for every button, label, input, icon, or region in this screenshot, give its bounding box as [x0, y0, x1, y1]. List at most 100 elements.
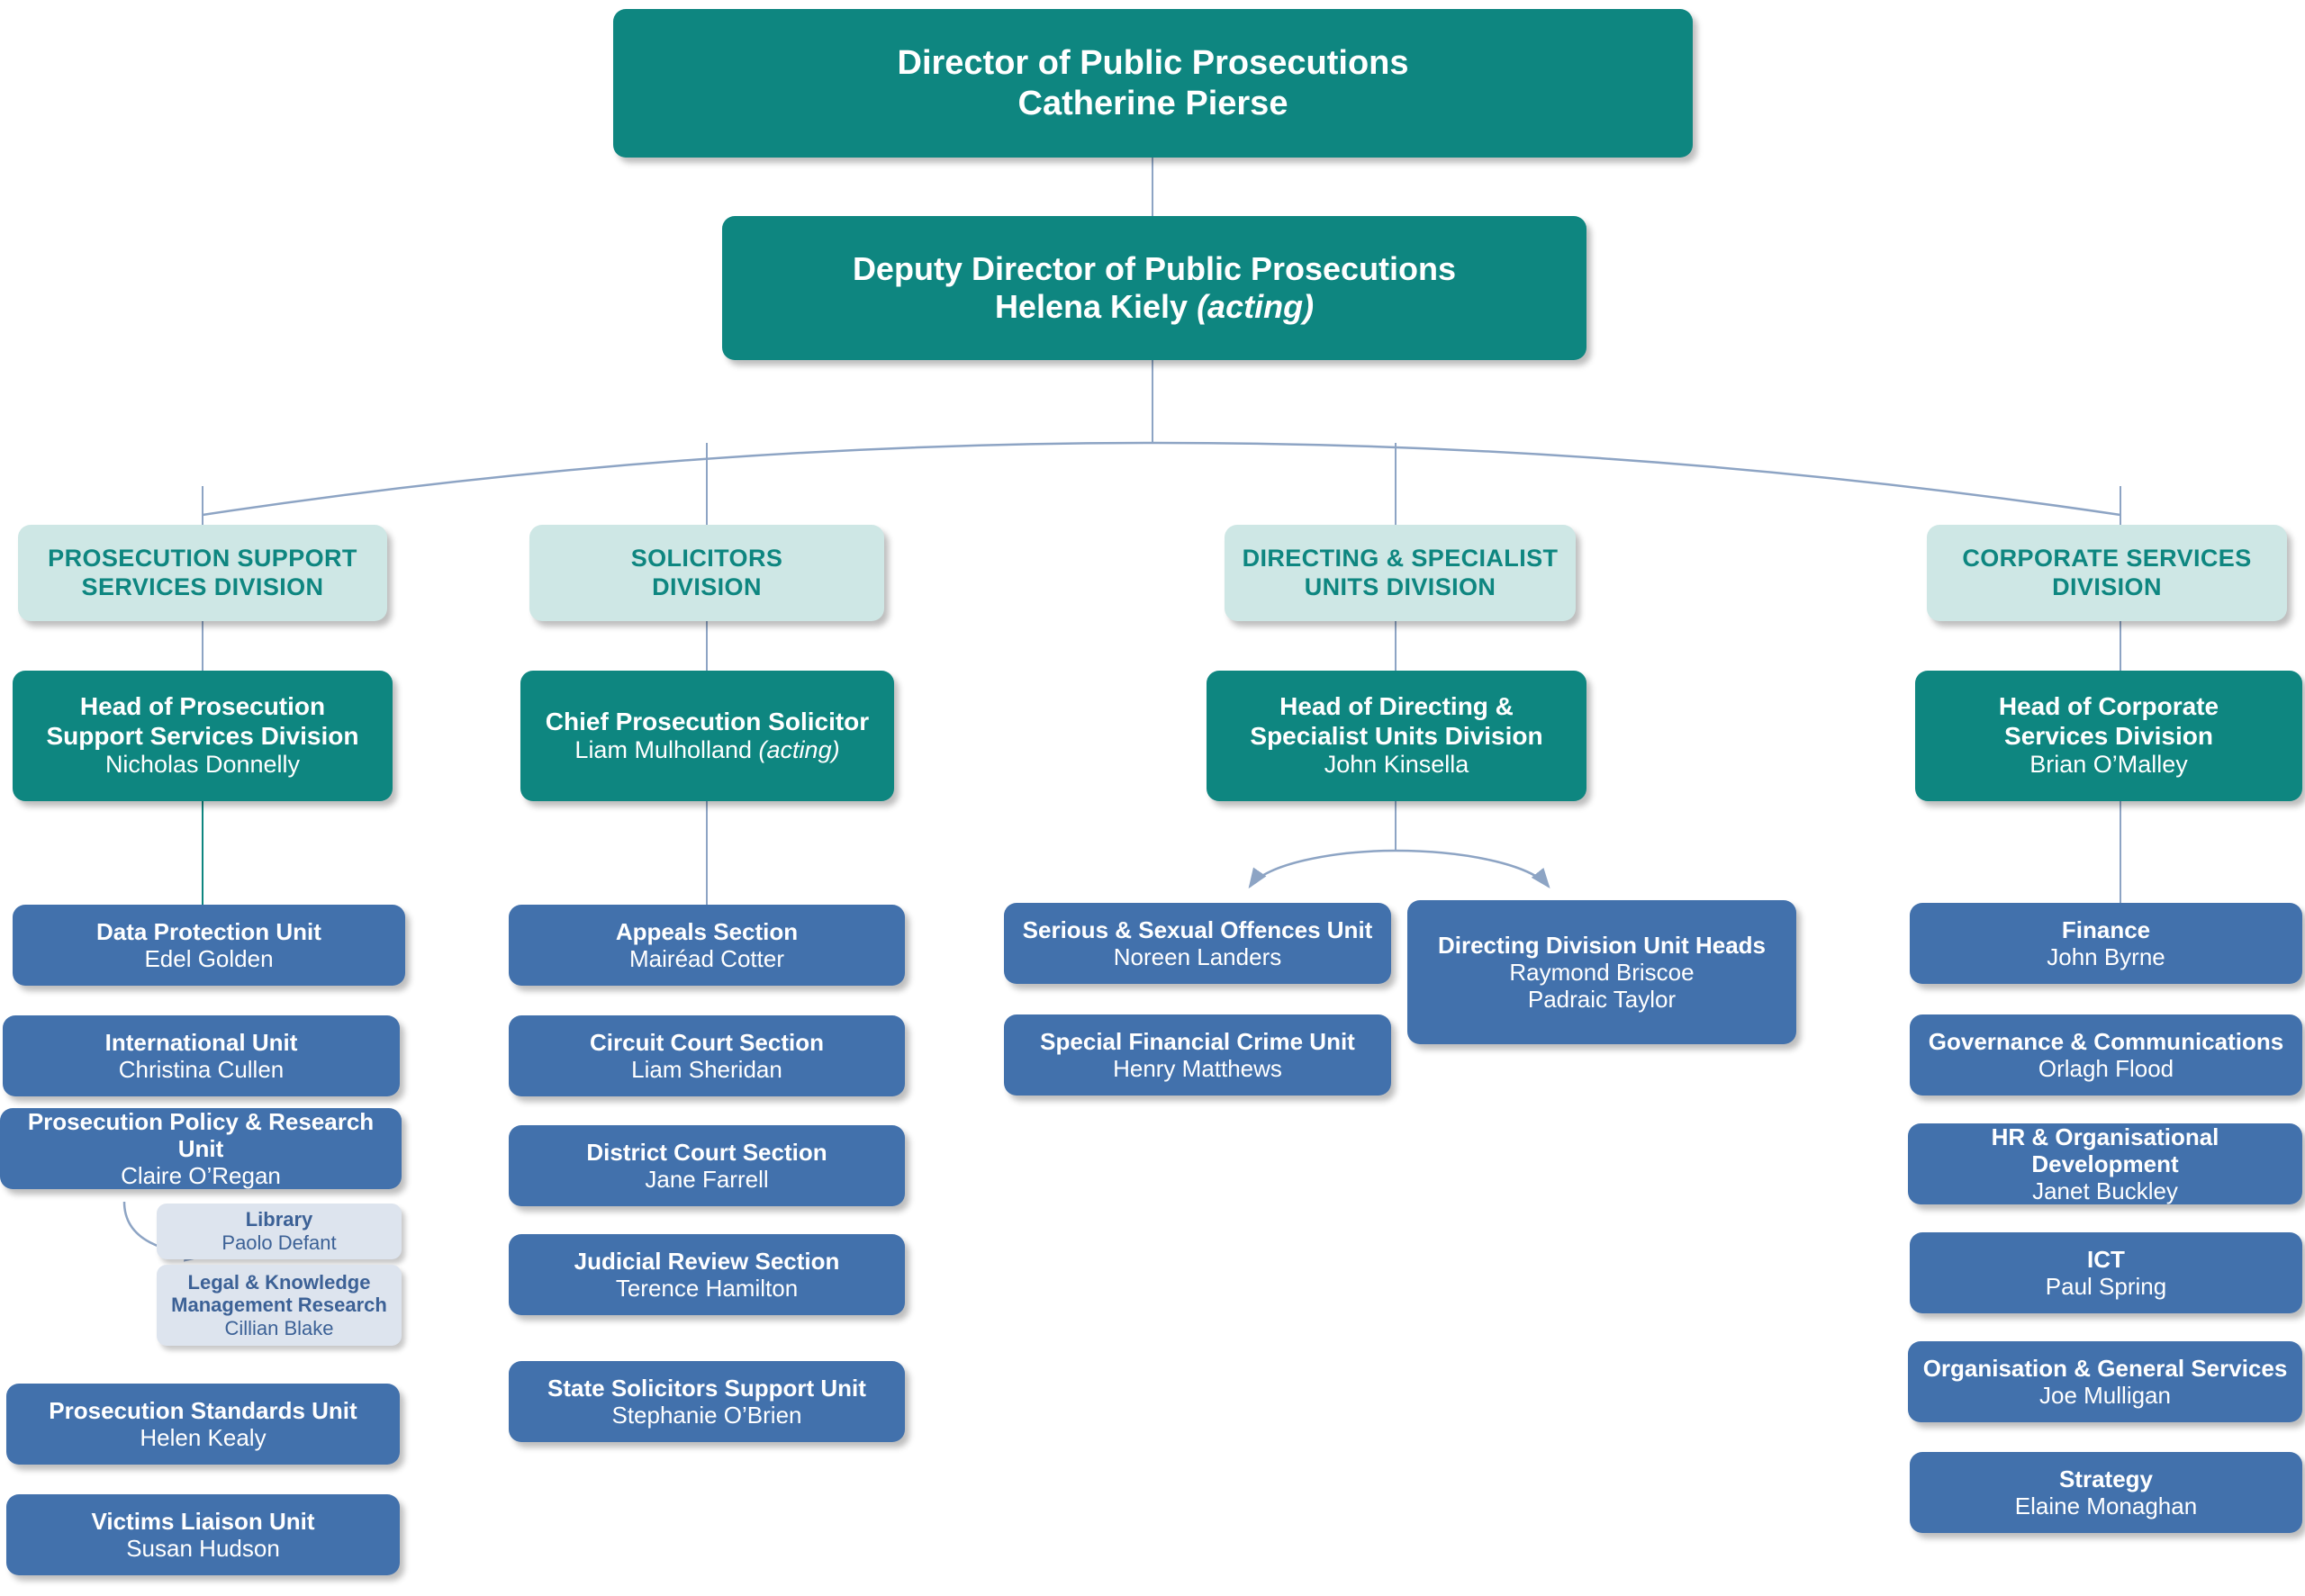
- division-2-header-line2: DIVISION: [652, 573, 762, 600]
- division-1-header-line2: SERVICES DIVISION: [81, 573, 324, 600]
- unit-strategy-title: Strategy: [2058, 1465, 2154, 1492]
- unit-governance-communications[interactable]: Governance & Communications Orlagh Flood: [1910, 1014, 2302, 1096]
- unit-data-protection-title: Data Protection Unit: [96, 917, 321, 945]
- node-chief-prosecution-solicitor[interactable]: Chief Prosecution Solicitor Liam Mulholl…: [520, 671, 894, 801]
- unit-prosecution-policy-research[interactable]: Prosecution Policy & Research Unit Clair…: [0, 1108, 402, 1189]
- deputy-director-person-suffix: (acting): [1197, 288, 1315, 325]
- division-2-head-title: Chief Prosecution Solicitor: [545, 707, 870, 735]
- unit-serious-sexual-offences[interactable]: Serious & Sexual Offences Unit Noreen La…: [1004, 903, 1391, 984]
- unit-appeals-section-title: Appeals Section: [615, 917, 799, 945]
- unit-state-solicitors-support-title: State Solicitors Support Unit: [547, 1374, 866, 1402]
- unit-strategy-person: Elaine Monaghan: [2014, 1492, 2198, 1519]
- director-title: Director of Public Prosecutions: [897, 44, 1409, 83]
- deputy-director-title: Deputy Director of Public Prosecutions: [852, 250, 1457, 288]
- division-2-head-person: Liam Mulholland (acting): [574, 736, 839, 764]
- unit-data-protection-person: Edel Golden: [144, 945, 274, 972]
- unit-governance-communications-title: Governance & Communications: [1928, 1027, 2284, 1055]
- unit-international-person: Christina Cullen: [118, 1056, 285, 1083]
- unit-hr-organisational-development-title: HR & Organisational Development: [1991, 1123, 2219, 1177]
- unit-district-court-section[interactable]: District Court Section Jane Farrell: [509, 1125, 905, 1206]
- unit-hr-organisational-development[interactable]: HR & Organisational Development Janet Bu…: [1908, 1123, 2302, 1204]
- node-head-of-corporate-services-division[interactable]: Head of Corporate Services Division Bria…: [1915, 671, 2302, 801]
- connector-arrow-to-serious-sexual-offences: [1248, 849, 1397, 889]
- sub-unit-library[interactable]: Library Paolo Defant: [157, 1204, 402, 1259]
- division-4-head-person: Brian O’Malley: [2029, 751, 2188, 779]
- node-director-of-public-prosecutions[interactable]: Director of Public Prosecutions Catherin…: [613, 9, 1693, 158]
- deputy-director-person: Helena Kiely (acting): [995, 288, 1314, 326]
- unit-prosecution-standards-person: Helen Kealy: [140, 1424, 267, 1451]
- unit-prosecution-policy-research-person: Claire O’Regan: [121, 1162, 281, 1190]
- division-1-head-title-line1: Head of Prosecution: [79, 692, 326, 721]
- division-header-corporate-services[interactable]: CORPORATE SERVICES DIVISION: [1927, 525, 2287, 621]
- unit-district-court-section-title: District Court Section: [586, 1138, 827, 1166]
- unit-international[interactable]: International Unit Christina Cullen: [3, 1015, 400, 1096]
- unit-directing-division-unit-heads-person1: Raymond Briscoe: [1509, 958, 1695, 986]
- unit-circuit-court-section[interactable]: Circuit Court Section Liam Sheridan: [509, 1015, 905, 1096]
- unit-ict-title: ICT: [2087, 1245, 2125, 1273]
- unit-governance-communications-person: Orlagh Flood: [2038, 1055, 2174, 1082]
- sub-unit-lkmr-person: Cillian Blake: [224, 1316, 334, 1339]
- unit-appeals-section[interactable]: Appeals Section Mairéad Cotter: [509, 905, 905, 986]
- unit-state-solicitors-support[interactable]: State Solicitors Support Unit Stephanie …: [509, 1361, 905, 1442]
- unit-district-court-section-person: Jane Farrell: [645, 1166, 769, 1193]
- unit-directing-division-unit-heads[interactable]: Directing Division Unit Heads Raymond Br…: [1407, 900, 1796, 1044]
- unit-ict[interactable]: ICT Paul Spring: [1910, 1232, 2302, 1313]
- sub-unit-legal-knowledge-management-research[interactable]: Legal & Knowledge Management Research Ci…: [157, 1265, 402, 1346]
- unit-directing-division-unit-heads-person2: Padraic Taylor: [1527, 986, 1677, 1014]
- unit-organisation-general-services-title: Organisation & General Services: [1922, 1354, 2288, 1382]
- unit-special-financial-crime-person: Henry Matthews: [1113, 1055, 1282, 1082]
- division-3-head-person: John Kinsella: [1324, 751, 1469, 779]
- division-3-header-line1: DIRECTING & SPECIALIST: [1242, 545, 1559, 573]
- unit-strategy[interactable]: Strategy Elaine Monaghan: [1910, 1452, 2302, 1533]
- unit-serious-sexual-offences-person: Noreen Landers: [1113, 943, 1282, 970]
- unit-prosecution-policy-research-title: Prosecution Policy & Research Unit: [27, 1107, 375, 1162]
- unit-finance[interactable]: Finance John Byrne: [1910, 903, 2302, 984]
- unit-judicial-review-section[interactable]: Judicial Review Section Terence Hamilton: [509, 1234, 905, 1315]
- unit-prosecution-standards-title: Prosecution Standards Unit: [49, 1396, 357, 1424]
- node-head-of-directing-specialist-units-division[interactable]: Head of Directing & Specialist Units Div…: [1207, 671, 1586, 801]
- connector-arrow-to-directing-division-unit-heads: [1395, 849, 1550, 888]
- unit-organisation-general-services[interactable]: Organisation & General Services Joe Mull…: [1908, 1341, 2302, 1422]
- unit-ict-person: Paul Spring: [2045, 1273, 2167, 1300]
- division-3-head-title-line2: Specialist Units Division: [1250, 721, 1543, 750]
- sub-unit-lkmr-title-line2: Management Research: [171, 1294, 387, 1317]
- division-4-head-title-line1: Head of Corporate: [1998, 692, 2219, 721]
- division-4-header-line2: DIVISION: [2052, 573, 2162, 600]
- unit-state-solicitors-support-person: Stephanie O’Brien: [611, 1402, 802, 1429]
- sub-unit-library-person: Paolo Defant: [221, 1231, 337, 1254]
- division-header-directing-specialist-units[interactable]: DIRECTING & SPECIALIST UNITS DIVISION: [1225, 525, 1576, 621]
- unit-special-financial-crime-title: Special Financial Crime Unit: [1040, 1027, 1355, 1055]
- division-2-head-person-name: Liam Mulholland: [574, 736, 753, 764]
- unit-finance-title: Finance: [2061, 915, 2151, 943]
- unit-circuit-court-section-person: Liam Sheridan: [631, 1056, 782, 1083]
- division-2-header-line1: SOLICITORS: [630, 545, 783, 573]
- unit-victims-liaison-person: Susan Hudson: [126, 1535, 280, 1562]
- unit-judicial-review-section-person: Terence Hamilton: [615, 1275, 799, 1302]
- division-1-head-title-line2: Support Services Division: [46, 721, 359, 750]
- unit-victims-liaison[interactable]: Victims Liaison Unit Susan Hudson: [6, 1494, 400, 1575]
- unit-directing-division-unit-heads-title: Directing Division Unit Heads: [1437, 931, 1767, 959]
- division-header-prosecution-support-services[interactable]: PROSECUTION SUPPORT SERVICES DIVISION: [18, 525, 387, 621]
- unit-prosecution-standards[interactable]: Prosecution Standards Unit Helen Kealy: [6, 1384, 400, 1465]
- unit-organisation-general-services-person: Joe Mulligan: [2039, 1382, 2171, 1409]
- unit-appeals-section-person: Mairéad Cotter: [629, 945, 784, 972]
- division-4-header-line1: CORPORATE SERVICES: [1962, 545, 2252, 573]
- node-head-of-prosecution-support-services-division[interactable]: Head of Prosecution Support Services Div…: [13, 671, 393, 801]
- unit-serious-sexual-offences-title: Serious & Sexual Offences Unit: [1022, 915, 1373, 943]
- division-2-head-person-suffix: (acting): [758, 736, 840, 764]
- director-person: Catherine Pierse: [1017, 84, 1288, 122]
- division-1-header-line1: PROSECUTION SUPPORT: [48, 545, 357, 573]
- unit-special-financial-crime[interactable]: Special Financial Crime Unit Henry Matth…: [1004, 1014, 1391, 1096]
- division-4-head-title-line2: Services Division: [2004, 721, 2213, 750]
- division-header-solicitors[interactable]: SOLICITORS DIVISION: [529, 525, 884, 621]
- unit-international-title: International Unit: [104, 1028, 298, 1056]
- unit-hr-organisational-development-person: Janet Buckley: [2032, 1177, 2178, 1205]
- sub-unit-library-title: Library: [245, 1208, 313, 1231]
- node-deputy-director-of-public-prosecutions[interactable]: Deputy Director of Public Prosecutions H…: [722, 216, 1586, 360]
- sub-unit-lkmr-title-line1: Legal & Knowledge: [187, 1270, 371, 1294]
- unit-victims-liaison-title: Victims Liaison Unit: [91, 1507, 315, 1535]
- unit-circuit-court-section-title: Circuit Court Section: [589, 1028, 824, 1056]
- unit-data-protection[interactable]: Data Protection Unit Edel Golden: [13, 905, 405, 986]
- unit-finance-person: John Byrne: [2047, 943, 2165, 970]
